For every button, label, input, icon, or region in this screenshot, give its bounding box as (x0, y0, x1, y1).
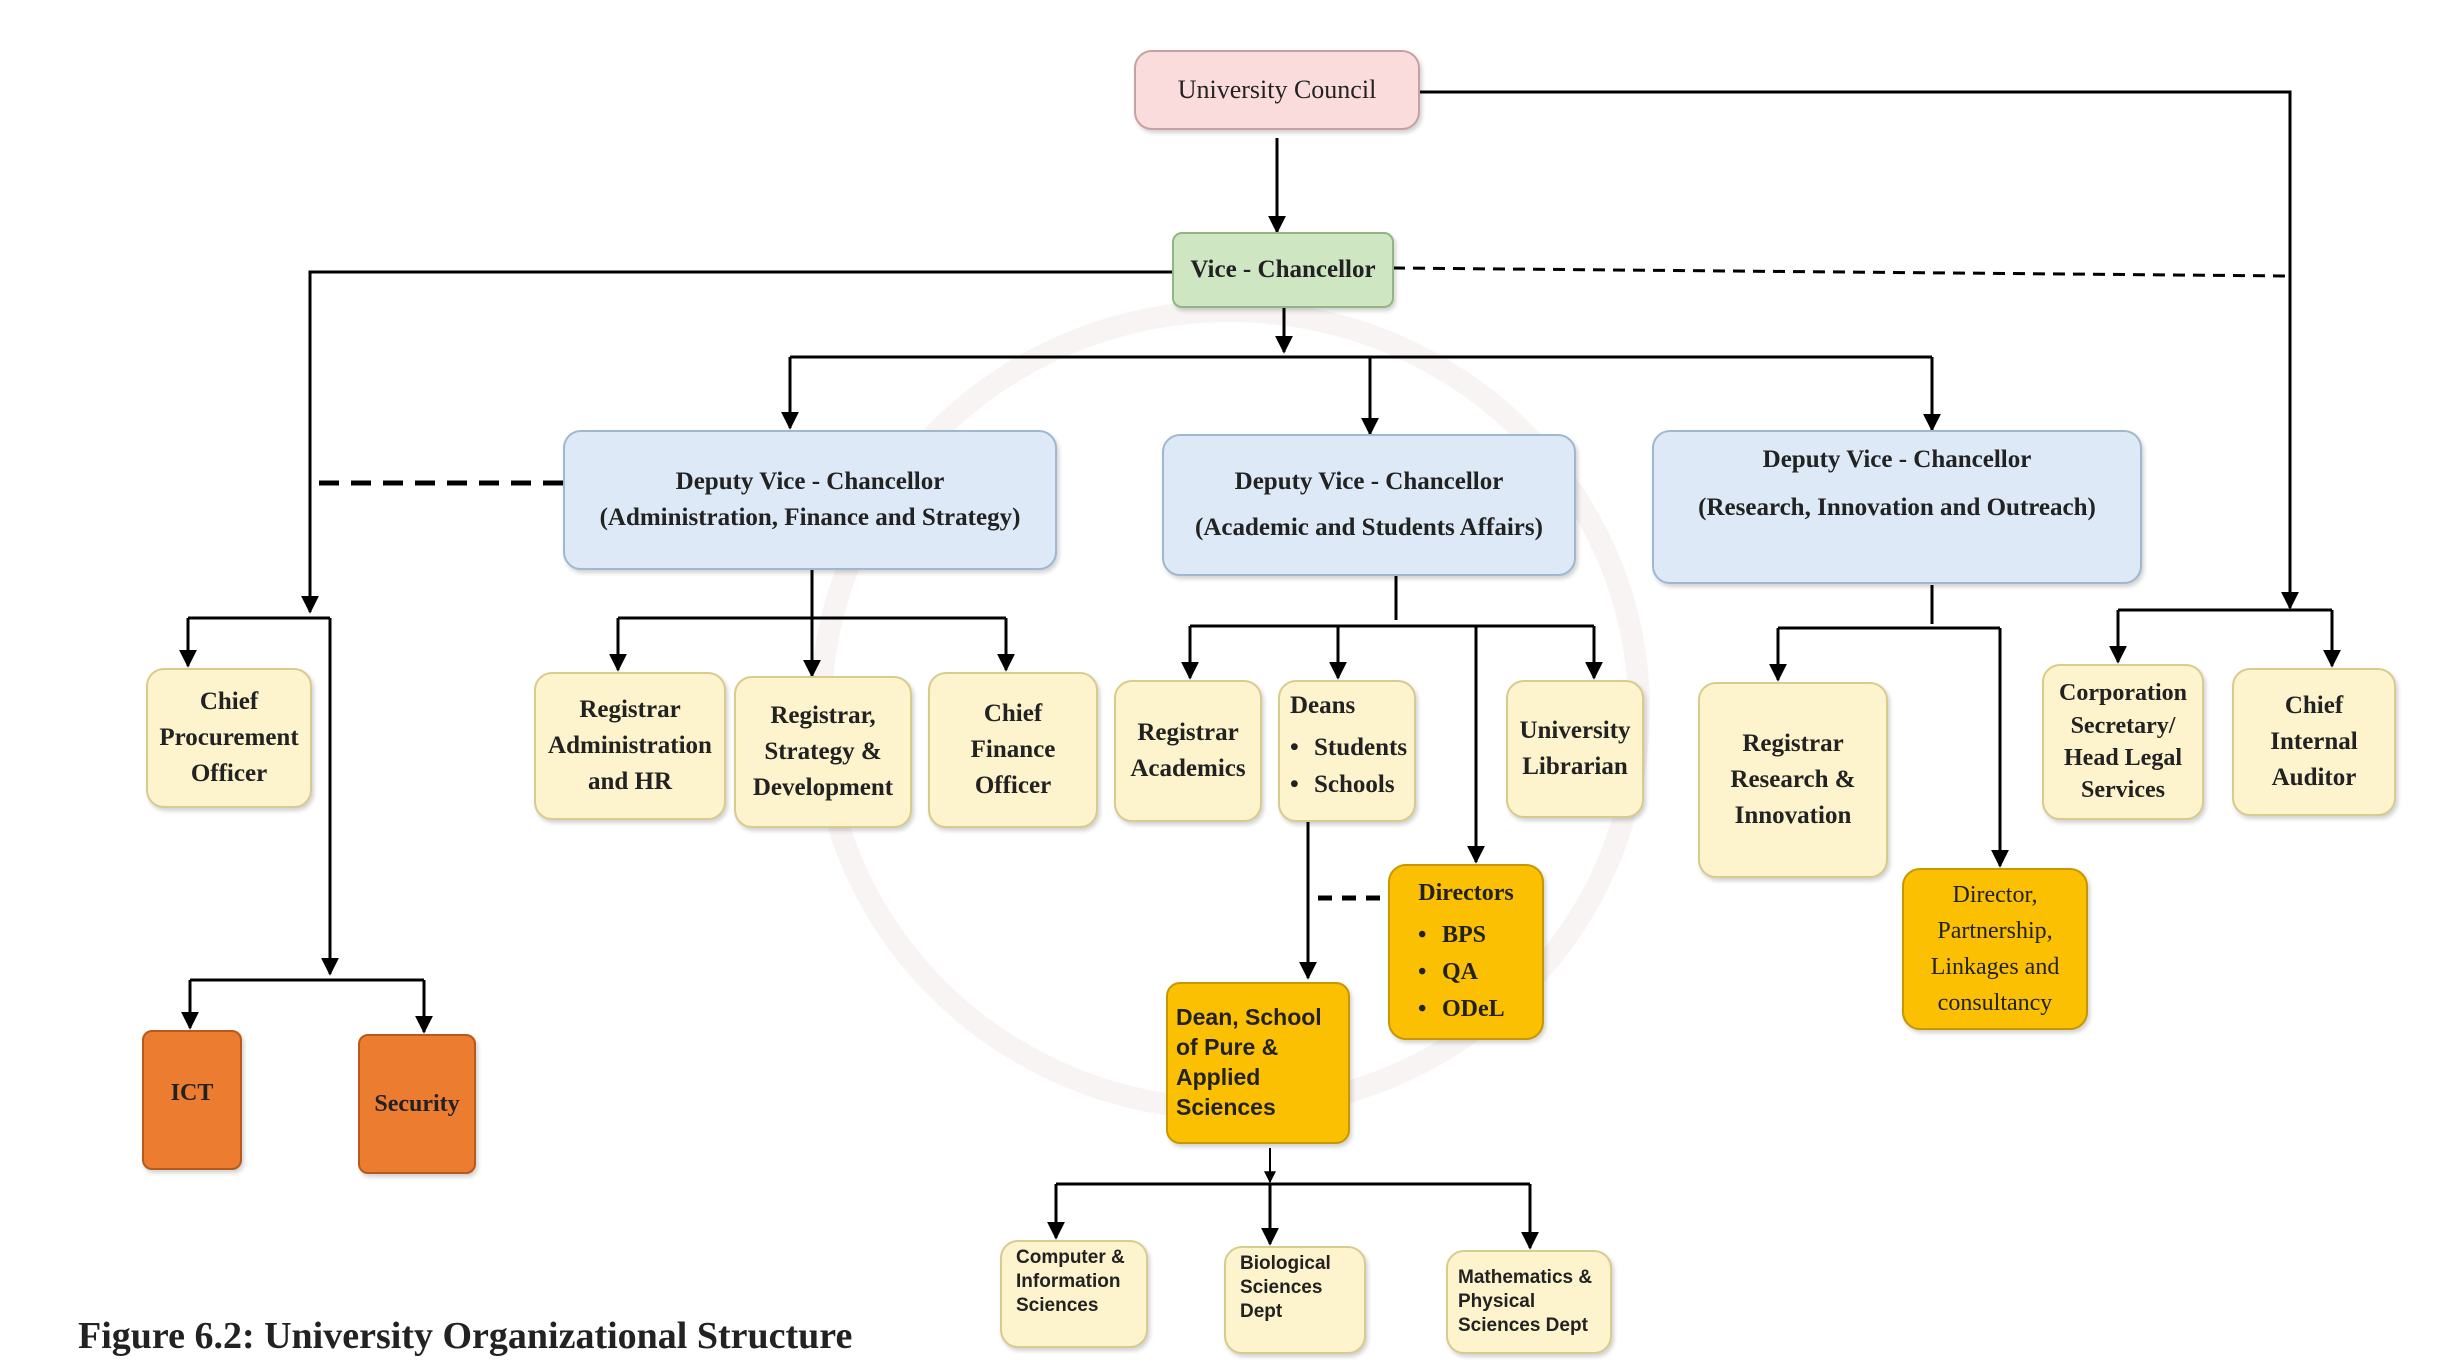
dept-math-line-3: Sciences Dept (1458, 1314, 1588, 1336)
cfo-line-2: Finance (970, 735, 1056, 763)
ict-box: ICT (142, 1030, 242, 1170)
cfo-line-3: Officer (974, 772, 1052, 800)
dept-bio-line-3: Dept (1240, 1300, 1283, 1322)
dvc-admin-title: Deputy Vice - Chancellor (675, 467, 945, 495)
vice-chancellor-box: Vice - Chancellor (1172, 232, 1394, 308)
dvc-academic-sub: (Academic and Students Affairs) (1195, 514, 1543, 541)
security-label: Security (374, 1090, 460, 1117)
internal-auditor-line-1: Chief (2284, 691, 2344, 719)
registrar-admin-line-2: Administration (548, 731, 712, 759)
dean-spas-box: Dean, School of Pure & Applied Sciences (1166, 982, 1350, 1144)
corp-sec-line-1: Corporation (2059, 680, 2187, 707)
registrar-research-line-3: Innovation (1734, 802, 1852, 830)
line-vc-dashed-right (1392, 266, 2291, 278)
dvc-research-sub: (Research, Innovation and Outreach) (1698, 494, 2096, 522)
vice-chancellor-label: Vice - Chancellor (1190, 255, 1376, 283)
registrar-academics-box: Registrar Academics (1114, 680, 1262, 822)
figure-caption: Figure 6.2: University Organizational St… (78, 1315, 853, 1357)
registrar-research-line-1: Registrar (1742, 729, 1844, 757)
procurement-line-3: Officer (190, 760, 268, 788)
dvc-research-title: Deputy Vice - Chancellor (1762, 446, 2032, 473)
internal-auditor-line-3: Auditor (2271, 764, 2357, 792)
deans-title: Deans (1290, 692, 1356, 719)
dvc-admin-box: Deputy Vice - Chancellor (Administration… (563, 430, 1057, 570)
security-box: Security (358, 1034, 476, 1174)
registrar-strategy-line-3: Development (752, 774, 894, 802)
internal-auditor-line-2: Internal (2270, 727, 2358, 755)
internal-auditor-box: Chief Internal Auditor (2232, 668, 2396, 816)
registrar-academics-line-1: Registrar (1137, 718, 1239, 746)
cfo-line-1: Chief (983, 699, 1043, 727)
university-council-box: University Council (1134, 50, 1420, 130)
deans-item-schools: Schools (1290, 767, 1407, 804)
dept-bio-box: Biological Sciences Dept (1224, 1246, 1366, 1354)
deans-list: Students Schools (1290, 730, 1407, 803)
corp-sec-line-3: Head Legal (2064, 745, 2182, 771)
director-partnership-line-1: Director, (1952, 882, 2038, 908)
directors-item-bps: BPS (1418, 917, 1505, 954)
line-council-auditor (1420, 90, 2299, 610)
dept-cis-box: Computer & Information Sciences (1000, 1240, 1148, 1348)
cfo-box: Chief Finance Officer (928, 672, 1098, 828)
directors-title: Directors (1418, 880, 1514, 906)
dept-cis-line-3: Sciences (1016, 1294, 1099, 1316)
university-council-label: University Council (1177, 75, 1377, 105)
dvc-academic-box: Deputy Vice - Chancellor (Academic and S… (1162, 434, 1576, 576)
procurement-line-2: Procurement (159, 723, 299, 751)
director-partnership-line-3: Linkages and (1930, 954, 2060, 980)
dept-bio-line-1: Biological (1240, 1253, 1331, 1274)
registrar-admin-line-1: Registrar (579, 695, 681, 723)
dvc-admin-sub: (Administration, Finance and Strategy) (599, 504, 1021, 531)
directors-item-qa: QA (1418, 954, 1505, 991)
line-vc-left (301, 270, 1172, 614)
registrar-academics-line-2: Academics (1130, 755, 1246, 782)
librarian-line-1: University (1519, 716, 1631, 744)
dept-cis-line-1: Computer & (1016, 1247, 1125, 1268)
dept-math-line-1: Mathematics & (1458, 1267, 1593, 1289)
corp-sec-line-4: Services (2081, 777, 2165, 804)
directors-item-odel: ODeL (1418, 991, 1505, 1028)
procurement-line-1: Chief (199, 687, 259, 715)
dvc-academic-title: Deputy Vice - Chancellor (1234, 467, 1504, 495)
ict-label: ICT (170, 1080, 214, 1106)
dept-math-line-2: Physical (1458, 1291, 1536, 1313)
registrar-research-line-2: Research & (1730, 765, 1856, 793)
registrar-strategy-box: Registrar, Strategy & Development (734, 676, 912, 828)
dept-math-box: Mathematics & Physical Sciences Dept (1446, 1250, 1612, 1354)
registrar-admin-box: Registrar Administration and HR (534, 672, 726, 820)
registrar-strategy-line-2: Strategy & (764, 737, 882, 765)
dvc-research-box: Deputy Vice - Chancellor (Research, Inno… (1652, 430, 2142, 584)
dept-bio-line-2: Sciences (1240, 1276, 1323, 1298)
deans-item-students: Students (1290, 730, 1407, 767)
dean-spas-line-3: Applied (1176, 1064, 1261, 1090)
dean-spas-line-2: of Pure & (1176, 1034, 1279, 1061)
registrar-strategy-line-1: Registrar, (770, 701, 876, 729)
corporation-secretary-box: Corporation Secretary/ Head Legal Servic… (2042, 664, 2204, 820)
registrar-admin-line-3: and HR (587, 768, 673, 796)
procurement-box: Chief Procurement Officer (146, 668, 312, 808)
dean-spas-line-4: Sciences (1176, 1093, 1276, 1120)
corp-sec-line-2: Secretary/ (2070, 712, 2176, 739)
directors-box: Directors BPS QA ODeL (1388, 864, 1544, 1040)
director-partnership-line-2: Partnership, (1937, 918, 2053, 944)
director-partnership-line-4: consultancy (1937, 990, 2053, 1016)
librarian-line-2: Librarian (1522, 753, 1628, 780)
deans-box: Deans Students Schools (1278, 680, 1416, 822)
director-partnership-box: Director, Partnership, Linkages and cons… (1902, 868, 2088, 1030)
registrar-research-box: Registrar Research & Innovation (1698, 682, 1888, 878)
dean-spas-line-1: Dean, School (1176, 1004, 1322, 1031)
dept-cis-line-2: Information (1016, 1270, 1121, 1292)
librarian-box: University Librarian (1506, 680, 1644, 818)
directors-list: BPS QA ODeL (1418, 917, 1505, 1029)
